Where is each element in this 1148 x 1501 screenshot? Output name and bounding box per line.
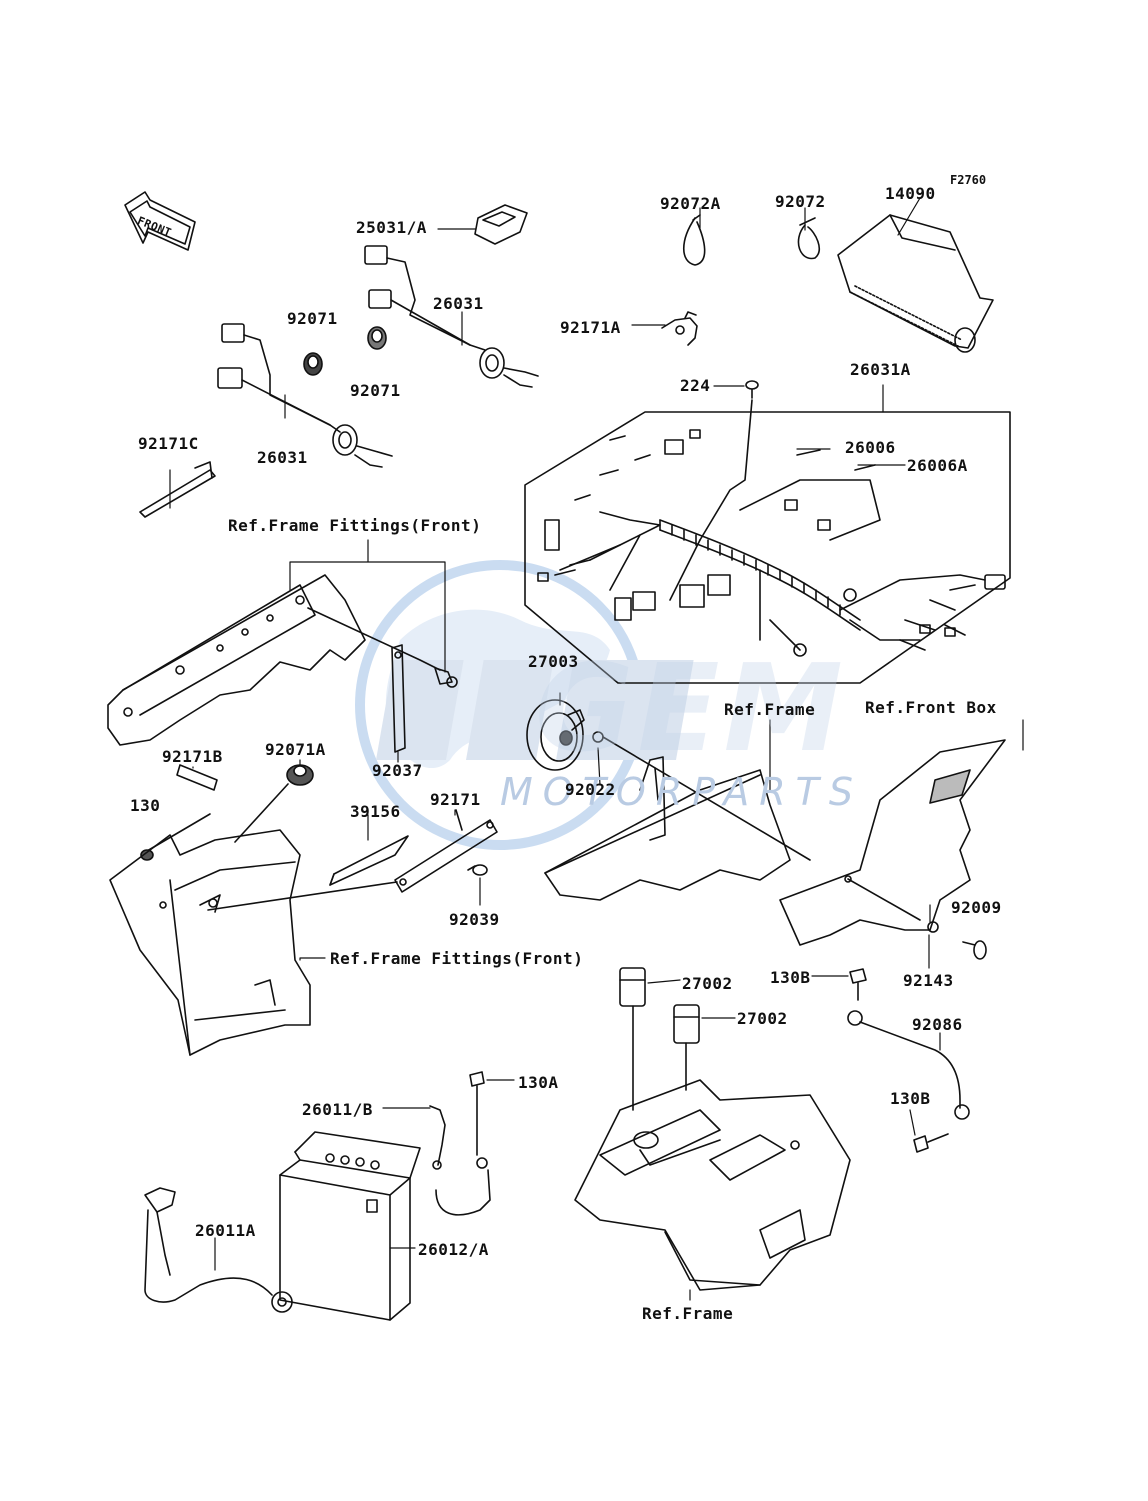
battery-frame [574,1005,851,1291]
label-26011A: 26011A [195,1221,256,1240]
plate-92171B [176,764,218,791]
label-92009: 92009 [951,898,1002,917]
label-130A: 130A [518,1073,559,1092]
horn-27003 [526,699,585,771]
label-27003: 27003 [528,652,579,671]
band-92072 [797,217,820,260]
label-92171B: 92171B [162,747,223,766]
label-26006: 26006 [845,438,896,457]
frame-fittings-front-top [107,574,366,746]
label-92071-b: 92071 [350,381,401,400]
washer-92022 [592,731,811,861]
watermark-text-bottom: MOTORPARTS [500,770,863,814]
harness-26031-top [364,204,539,388]
ref-frame-fittings-front-bottom: Ref.Frame Fittings(Front) [330,949,584,968]
ref-front-box: Ref.Front Box [865,698,997,717]
frame-fittings-front-bottom [109,829,398,1056]
label-92086: 92086 [912,1015,963,1034]
label-130B-lower: 130B [890,1089,931,1108]
clamp-92171C [139,461,216,518]
label-25031A: 25031/A [356,218,427,237]
bracket-92171 [394,809,498,893]
relay-27002-a [619,967,646,1007]
label-39156: 39156 [350,802,401,821]
label-92072A: 92072A [660,194,721,213]
label-27002-a: 27002 [682,974,733,993]
pad-39156 [329,835,409,886]
ref-frame-fittings-front-top: Ref.Frame Fittings(Front) [228,516,482,535]
leader-lines [169,197,1024,1301]
label-92071-a: 92071 [287,309,338,328]
bolt-130A [469,1071,485,1156]
bolt-224 [745,380,759,399]
fitting-part [434,667,458,688]
label-92143: 92143 [903,971,954,990]
label-92039: 92039 [449,910,500,929]
bolt-92039 [467,864,488,876]
cover-14090 [837,214,994,353]
label-26031A: 26031A [850,360,911,379]
bolt-130B-upper [849,968,867,1001]
label-92022: 92022 [565,780,616,799]
label-92072: 92072 [775,192,826,211]
watermark-globe [355,560,694,850]
label-26011B: 26011/B [302,1100,373,1119]
harness-26031-left [217,323,393,468]
relay-27002-b [673,1004,700,1044]
label-92071A: 92071A [265,740,326,759]
label-27002-b: 27002 [737,1009,788,1028]
label-26006A: 26006A [907,456,968,475]
label-130: 130 [130,796,161,815]
grommet-92071-b [367,326,387,350]
label-26031-left: 26031 [257,448,308,467]
label-14090: 14090 [885,184,936,203]
label-26031-top: 26031 [433,294,484,313]
front-arrow-icon [124,191,196,251]
cable-26011A [144,1187,293,1313]
label-26012A: 26012/A [418,1240,489,1259]
label-92171: 92171 [430,790,481,809]
clamp-92171A [661,311,698,346]
watermark-text-top: GEM [535,640,847,779]
ref-frame-mid: Ref.Frame [724,700,816,719]
band-92072A [682,214,706,266]
strap-92037 [307,607,441,753]
label-92171C: 92171C [138,434,199,453]
battery-26012A [279,1131,421,1321]
drawing-code: F2760 [950,173,987,187]
label-92171A: 92171A [560,318,621,337]
harness-26031A [524,399,1011,684]
bolt-130 [140,813,211,861]
grommet-92071-a [303,352,323,376]
ref-frame-bottom: Ref.Frame [642,1304,734,1323]
front-box [779,739,1006,946]
label-92037: 92037 [372,761,423,780]
frame-mid [544,756,791,901]
label-224: 224 [680,376,711,395]
label-130B-upper: 130B [770,968,811,987]
bolt-92009 [927,921,987,960]
cable-92086 [847,1010,970,1120]
cable-26011B [429,1105,491,1216]
bolt-130B-lower [913,1133,949,1153]
